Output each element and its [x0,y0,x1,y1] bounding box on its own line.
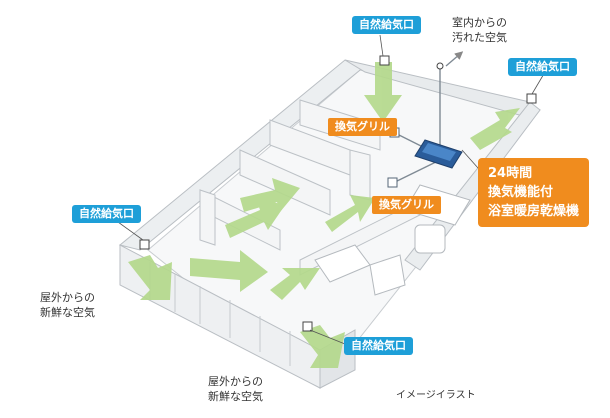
bath-dryer-callout: 24時間 換気機能付 浴室暖房乾燥機 [478,158,590,227]
illustration-note: イメージイラスト [396,390,476,401]
exhaust-air-text: 室内からの 汚れた空気 [452,16,507,44]
inlet-markers [139,55,537,332]
inlet-label-left: 自然給気口 [72,205,141,223]
airflow-arrows [128,62,520,368]
outdoor-air-text-bottom: 屋外からの 新鮮な空気 [208,375,263,403]
leader-lines [117,34,546,345]
inlet-label-bottom: 自然給気口 [344,337,413,355]
inlet-label-right: 自然給気口 [508,58,577,76]
inlet-label-top: 自然給気口 [352,16,421,34]
ventilation-unit [414,139,463,169]
bath-fixtures [314,184,471,296]
outdoor-air-text-left: 屋外からの 新鮮な空気 [40,291,95,319]
grille-label-lower: 換気グリル [372,196,441,214]
grille-label-upper: 換気グリル [328,118,397,136]
